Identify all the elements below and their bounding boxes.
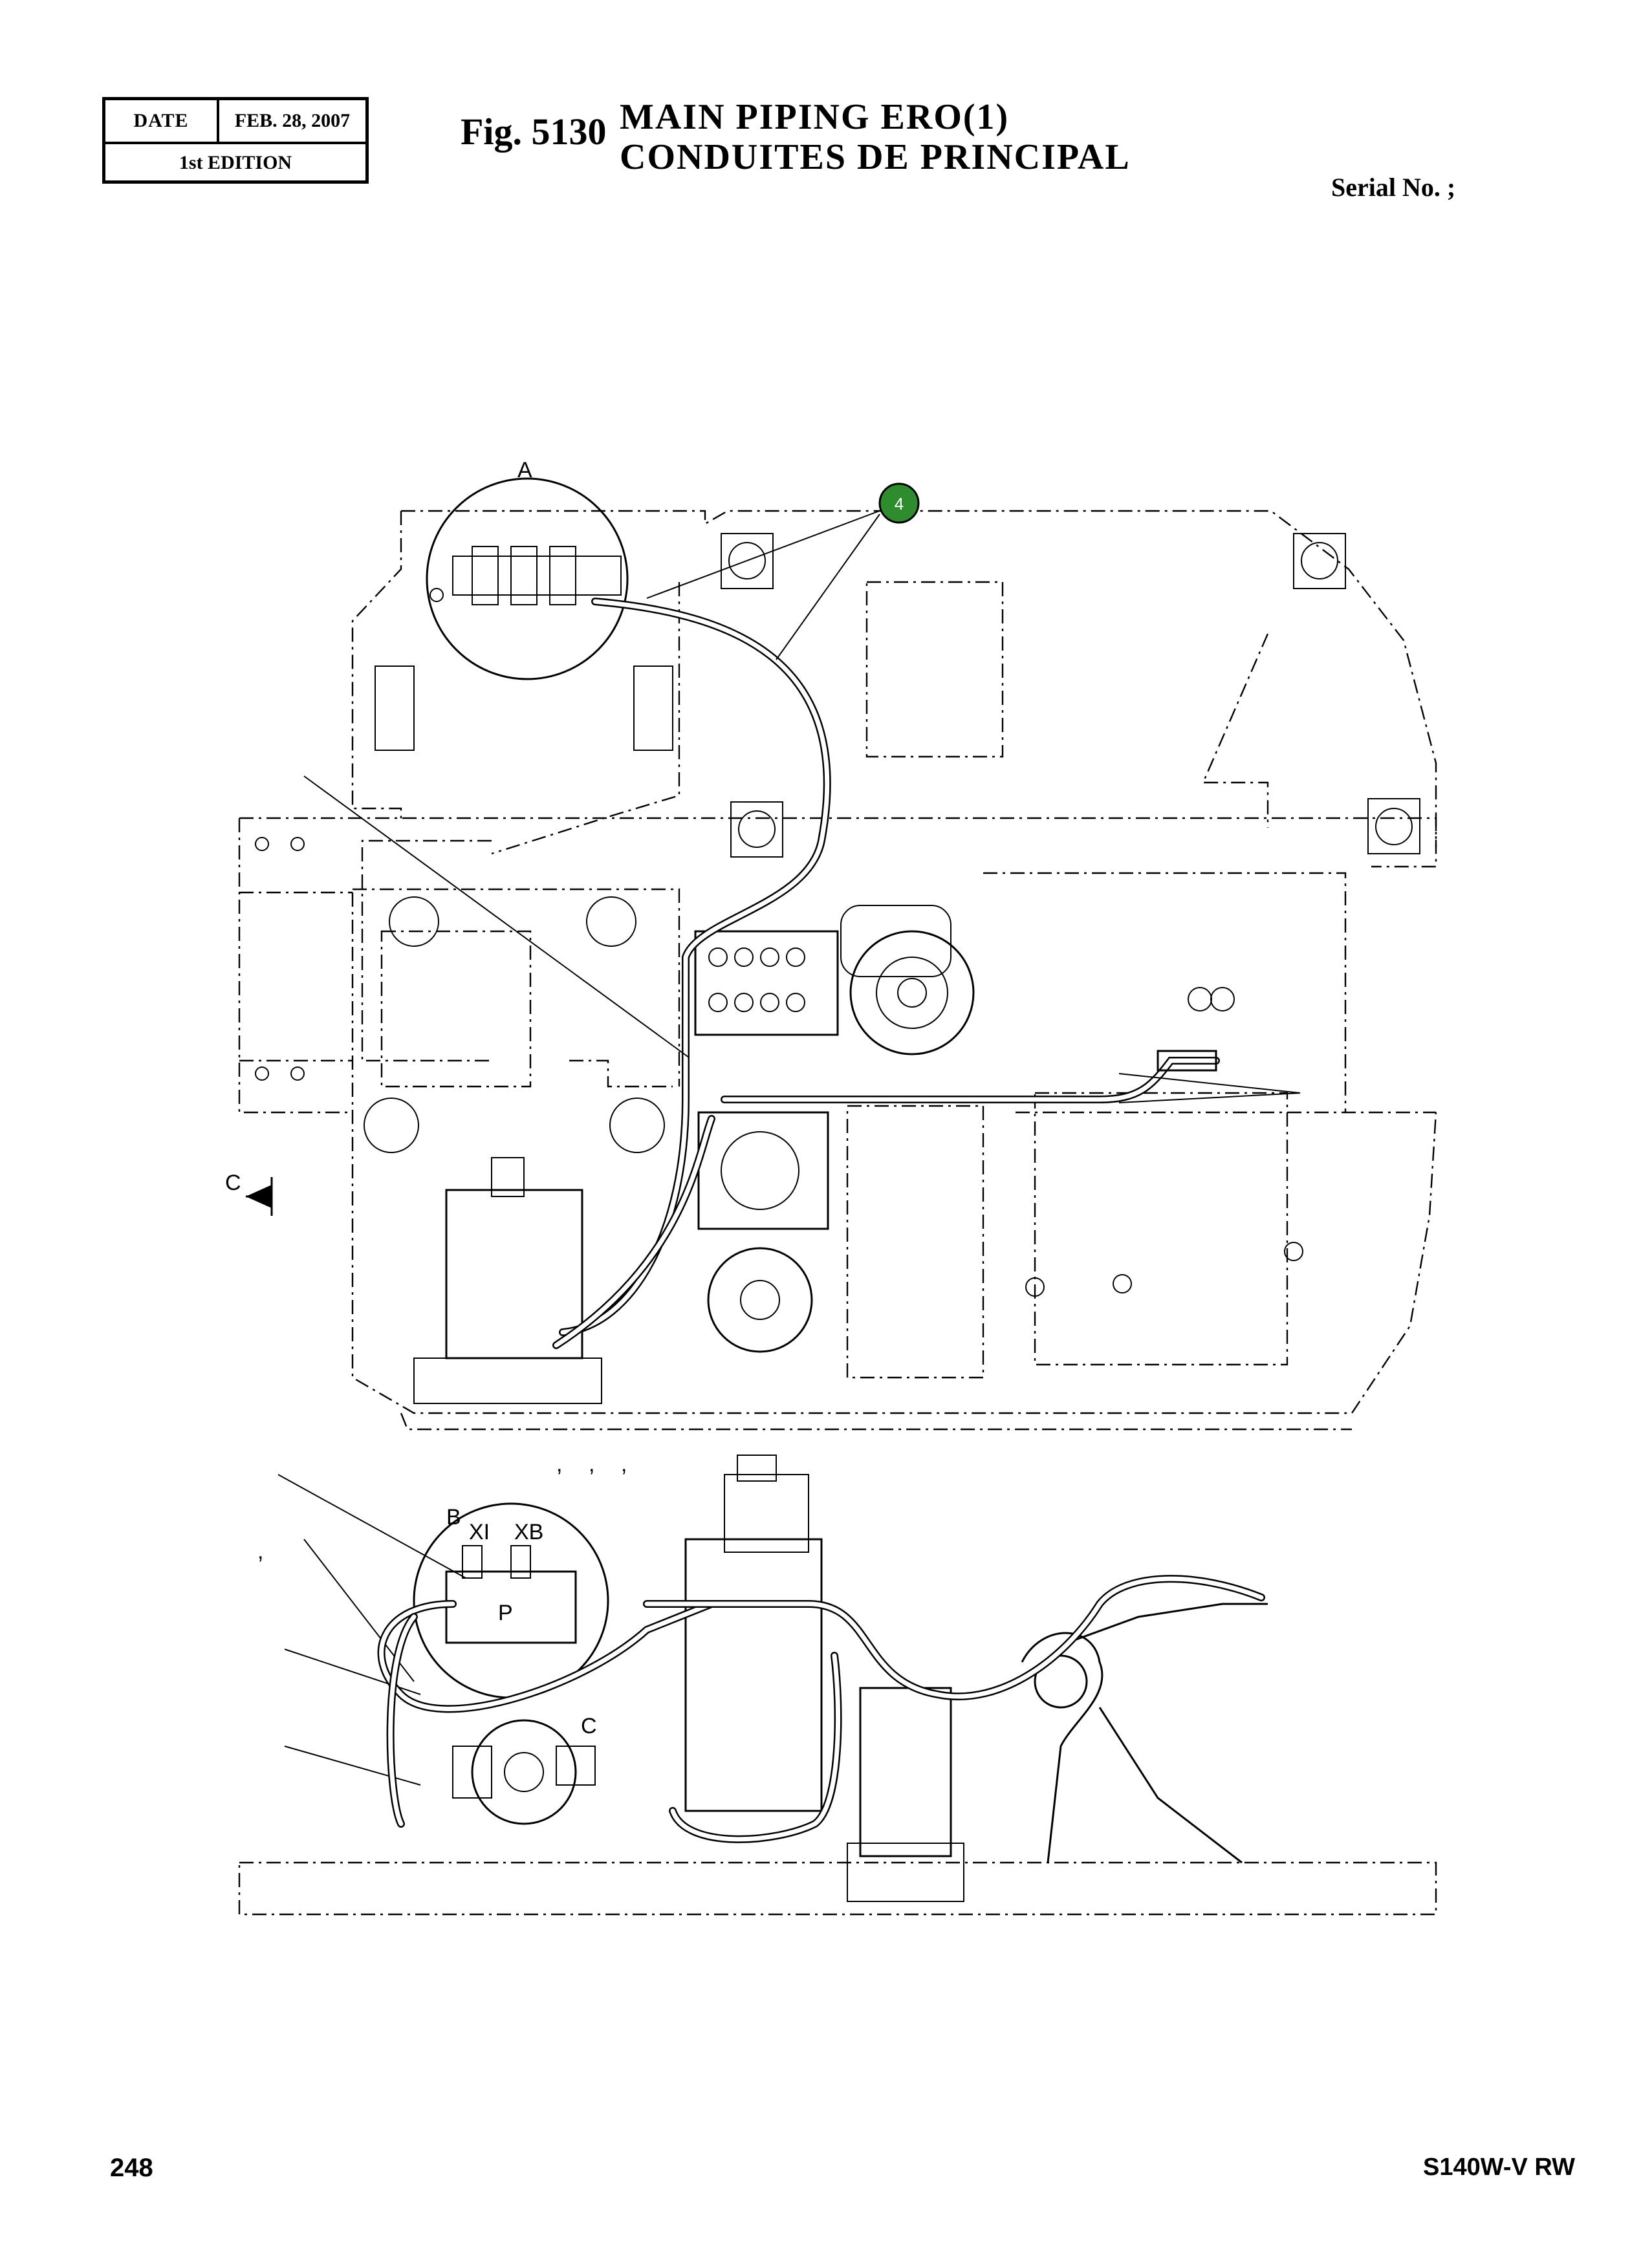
view-arrow-c [246,1177,273,1216]
detail-label-b: B [446,1505,461,1530]
title-french: CONDUITES DE PRINCIPAL [620,137,1131,177]
serial-number-label: Serial No. ; [1331,173,1456,202]
figure-title: MAIN PIPING ERO(1) CONDUITES DE PRINCIPA… [620,97,1131,177]
swing-motor [849,930,975,1055]
stray-comma-3: , [621,1452,627,1477]
stray-comma-2: , [589,1452,594,1477]
title-english: MAIN PIPING ERO(1) [620,97,1010,137]
stray-comma-1: , [556,1452,562,1477]
callout-4: 4 [878,482,920,524]
date-label: DATE [105,100,219,142]
pump-assembly [413,1111,829,1404]
detail-label-a: A [517,458,532,482]
port-label-xi: XI [469,1520,490,1544]
edition-label: 1st EDITION [179,152,292,173]
date-value: FEB. 28, 2007 [234,110,351,131]
date-box: DATE FEB. 28, 2007 1st EDITION [102,97,369,184]
control-valve-block [694,930,839,1036]
upper-frame-outline [238,510,1437,1431]
detail-label-c: C [581,1714,597,1738]
leader-lines [277,509,884,1786]
view-label-c: C [225,1171,241,1195]
detail-a-circle [426,477,629,680]
main-hoses-lower [377,1575,1265,1843]
figure-number: Fig. 5130 [461,111,607,153]
port-label-p: P [498,1601,513,1625]
port-label-xb: XB [514,1520,543,1544]
page-number: 248 [110,2154,153,2182]
model-name: S140W-V RW [1423,2154,1576,2181]
main-hoses-upper [552,598,1301,1349]
stray-comma-4: , [257,1539,263,1564]
date-row: DATE FEB. 28, 2007 [105,100,365,144]
callout-4-label: 4 [895,494,904,514]
